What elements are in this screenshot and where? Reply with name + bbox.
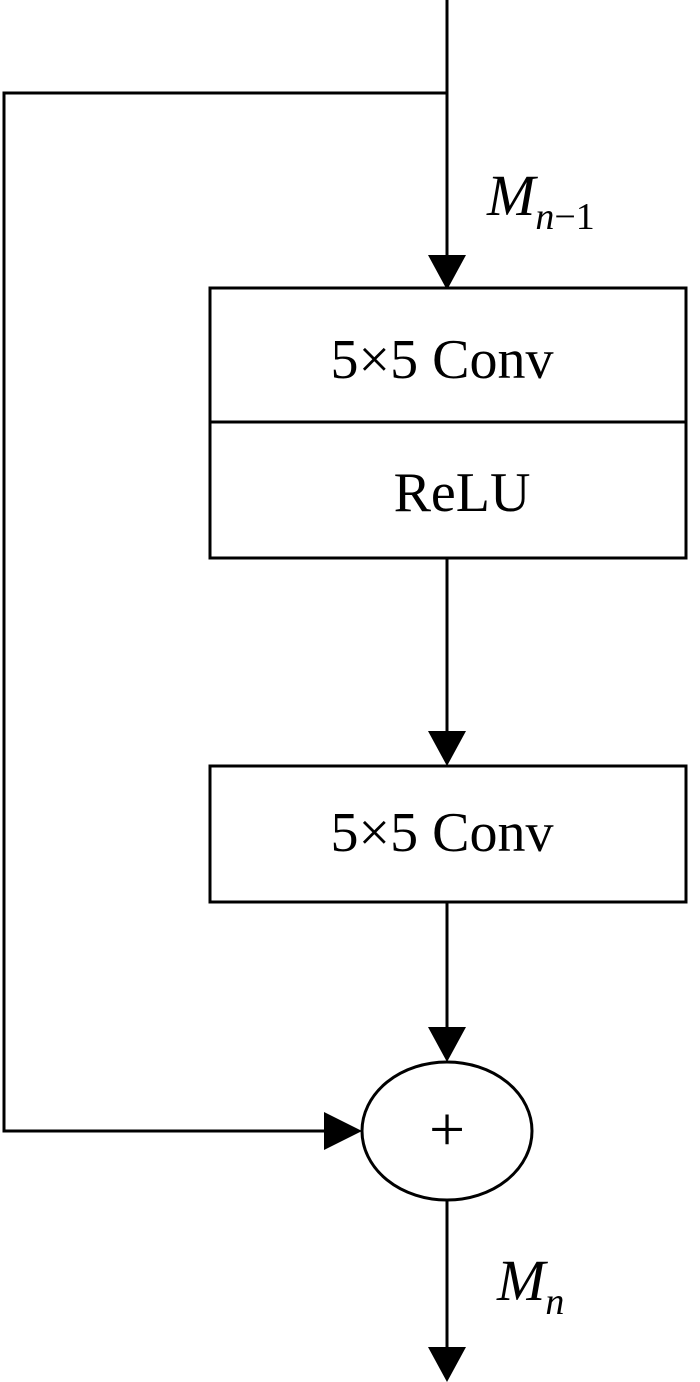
conv2-label: 5×5 Conv	[331, 802, 554, 864]
connector-arrowhead-1	[428, 731, 466, 766]
plus-symbol: +	[429, 1094, 465, 1165]
relu-label: ReLU	[394, 462, 531, 524]
input-arrowhead	[428, 255, 466, 290]
skip-connection-line	[2, 91, 447, 1133]
conv2-block	[208, 764, 688, 904]
conv1-label: 5×5 Conv	[331, 329, 554, 391]
output-label: Mn	[496, 1248, 564, 1323]
input-label: Mn−1	[486, 163, 595, 238]
connector-arrowhead-2	[428, 1027, 466, 1062]
output-arrowhead	[428, 1347, 466, 1382]
skip-arrowhead	[324, 1112, 362, 1150]
